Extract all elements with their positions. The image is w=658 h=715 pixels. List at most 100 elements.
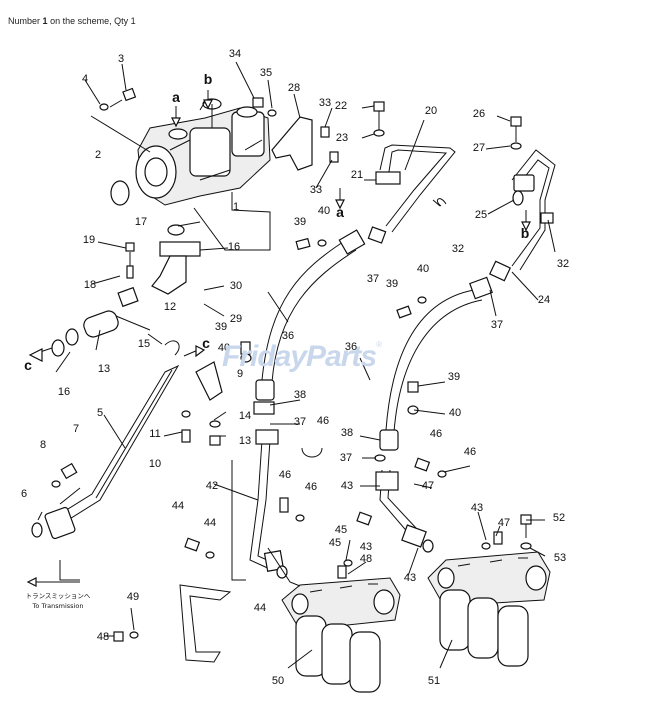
- leader-lines: [37, 61, 556, 669]
- watermark-mark: ®: [376, 340, 382, 349]
- callout-46-d: 44: [204, 517, 216, 529]
- callout-letter-b-right: b: [521, 225, 530, 241]
- callout-53: 53: [554, 552, 566, 564]
- callout-labels: 3 34 35 28 4 b a 33 22 20 26 23 27 2 21 …: [21, 48, 569, 687]
- callout-38-a: 38: [294, 389, 306, 401]
- callout-39-c: 39: [215, 321, 227, 333]
- callout-30: 29: [230, 313, 242, 325]
- callout-17: 16: [228, 241, 240, 253]
- callout-47-b: 48: [360, 553, 372, 565]
- callout-48-a: 46: [317, 415, 329, 427]
- callout-44-a: 44: [172, 500, 184, 512]
- callout-43-b: 44: [254, 602, 266, 614]
- info-suffix: on the scheme, Qty 1: [50, 16, 136, 26]
- callout-11: 11: [149, 428, 160, 440]
- callout-letter-c-mid: c: [202, 335, 210, 351]
- callout-48-b: 47: [422, 480, 434, 492]
- hose-15: [83, 310, 119, 338]
- callout-40-c: 40: [218, 342, 230, 354]
- callout-35: 35: [260, 67, 272, 79]
- watermark-brand-a: Friday: [222, 340, 307, 373]
- callout-46-f: 43: [360, 541, 372, 553]
- callout-46-e: 45: [329, 537, 341, 549]
- callout-7: 7: [73, 423, 79, 435]
- callout-4: 4: [82, 73, 88, 85]
- callout-44-b: 45: [335, 524, 347, 536]
- pipe-21: [379, 144, 456, 233]
- callout-31: 30: [230, 280, 242, 292]
- callout-27: 26: [473, 108, 485, 120]
- callout-39-b: 39: [386, 278, 398, 290]
- callout-45-b: 46: [279, 469, 291, 481]
- callout-39-a: 39: [294, 216, 306, 228]
- callout-8: 8: [40, 439, 46, 451]
- bolt-3: [99, 87, 137, 111]
- callout-49: 48: [97, 631, 109, 643]
- callout-39-d: 39: [448, 371, 460, 383]
- pipe-41: [249, 439, 273, 571]
- note-jp: トランスミッションへ: [26, 592, 91, 600]
- callout-32-b: 32: [557, 258, 569, 270]
- callout-43-a: 43: [404, 572, 416, 584]
- callout-5: 5: [97, 407, 103, 419]
- callout-37-c: 37: [294, 416, 306, 428]
- callout-51-a: 50: [272, 675, 284, 687]
- part-number: 1: [42, 16, 48, 26]
- callout-33-bottom: 33: [310, 184, 322, 196]
- callout-40-b: 40: [417, 263, 429, 275]
- callout-26: 25: [475, 209, 487, 221]
- hose-36-right: [385, 289, 475, 431]
- callout-34: 34: [229, 48, 241, 60]
- callout-37-a: 37: [367, 273, 379, 285]
- callout-50: 49: [127, 591, 139, 603]
- callout-37-d: 37: [340, 452, 352, 464]
- callout-12: 12: [164, 301, 176, 313]
- callout-47-a: 47: [498, 517, 510, 529]
- callout-16-a: 15: [138, 338, 150, 350]
- pipe-25: [511, 149, 556, 271]
- callout-letter-a-mid: a: [336, 204, 344, 220]
- callout-28: 27: [473, 142, 485, 154]
- callout-40-a: 40: [318, 205, 330, 217]
- flange-22: [375, 171, 401, 185]
- callout-15: 13: [98, 363, 110, 375]
- filter-assembly-left: [281, 577, 401, 693]
- flange-17: [159, 241, 201, 257]
- info-bar: Number 1 on the scheme, Qty 1: [0, 0, 658, 40]
- note-en: To Transmission: [32, 602, 84, 610]
- bracket-29: [271, 116, 313, 171]
- callout-21: 20: [425, 105, 437, 117]
- callout-letter-c-left: c: [24, 357, 32, 373]
- nut-34: [252, 97, 264, 108]
- callout-41: 42: [206, 480, 218, 492]
- hose-36-left: [261, 239, 347, 381]
- o-ring-2: [110, 180, 130, 206]
- callout-33-top: 33: [319, 97, 331, 109]
- transmission-note: トランスミッションへ To Transmission: [26, 577, 91, 610]
- bracket-49: [179, 584, 232, 663]
- callout-32-a: 32: [452, 243, 464, 255]
- watermark: FridayParts®: [222, 340, 382, 374]
- callout-6: 6: [21, 488, 27, 500]
- flow-arrows: [171, 90, 531, 358]
- callout-10: 10: [149, 458, 161, 470]
- callout-24: 23: [336, 132, 348, 144]
- info-prefix: Number: [8, 16, 41, 26]
- callout-38-b: 38: [341, 427, 353, 439]
- part-info: Number 1 on the scheme, Qty 1: [8, 16, 136, 26]
- watermark-brand-b: Parts: [306, 340, 377, 373]
- callout-25: 24: [538, 294, 550, 306]
- callout-22: 21: [351, 169, 363, 181]
- callout-40-d: 40: [449, 407, 461, 419]
- callout-46-c: 43: [471, 502, 483, 514]
- callout-letter-b-top: b: [204, 71, 213, 87]
- callout-14: 14: [239, 410, 251, 422]
- callout-37-b: 37: [491, 319, 503, 331]
- callout-36-b: 36: [345, 341, 357, 353]
- callout-46-a: 46: [464, 446, 476, 458]
- callout-9: 9: [237, 368, 243, 380]
- callout-46-b: 46: [305, 481, 317, 493]
- callout-18: 17: [135, 216, 147, 228]
- pump-assembly: [135, 98, 271, 206]
